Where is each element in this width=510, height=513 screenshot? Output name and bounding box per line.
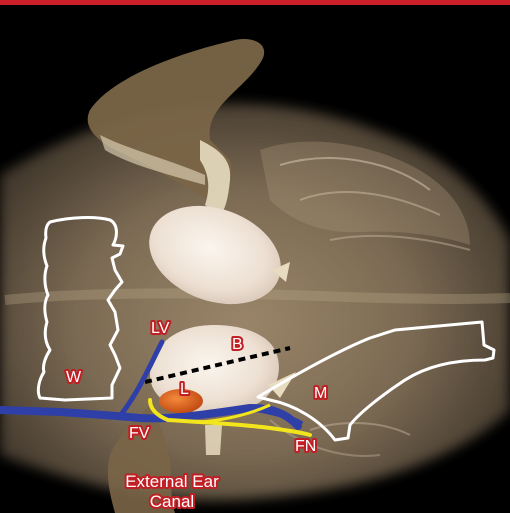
label-lv: LV: [151, 320, 170, 337]
label-fv: FV: [129, 425, 150, 442]
lower-duct: [205, 425, 222, 455]
label-l: L: [180, 381, 189, 398]
label-ear-line1: External Ear: [125, 472, 219, 491]
label-fn: FN: [295, 438, 316, 455]
label-b: B: [232, 336, 243, 353]
label-w: W: [66, 369, 82, 386]
label-m: M: [314, 385, 327, 402]
label-ear-line2: Canal: [150, 492, 194, 511]
skull-xray: [0, 104, 510, 500]
